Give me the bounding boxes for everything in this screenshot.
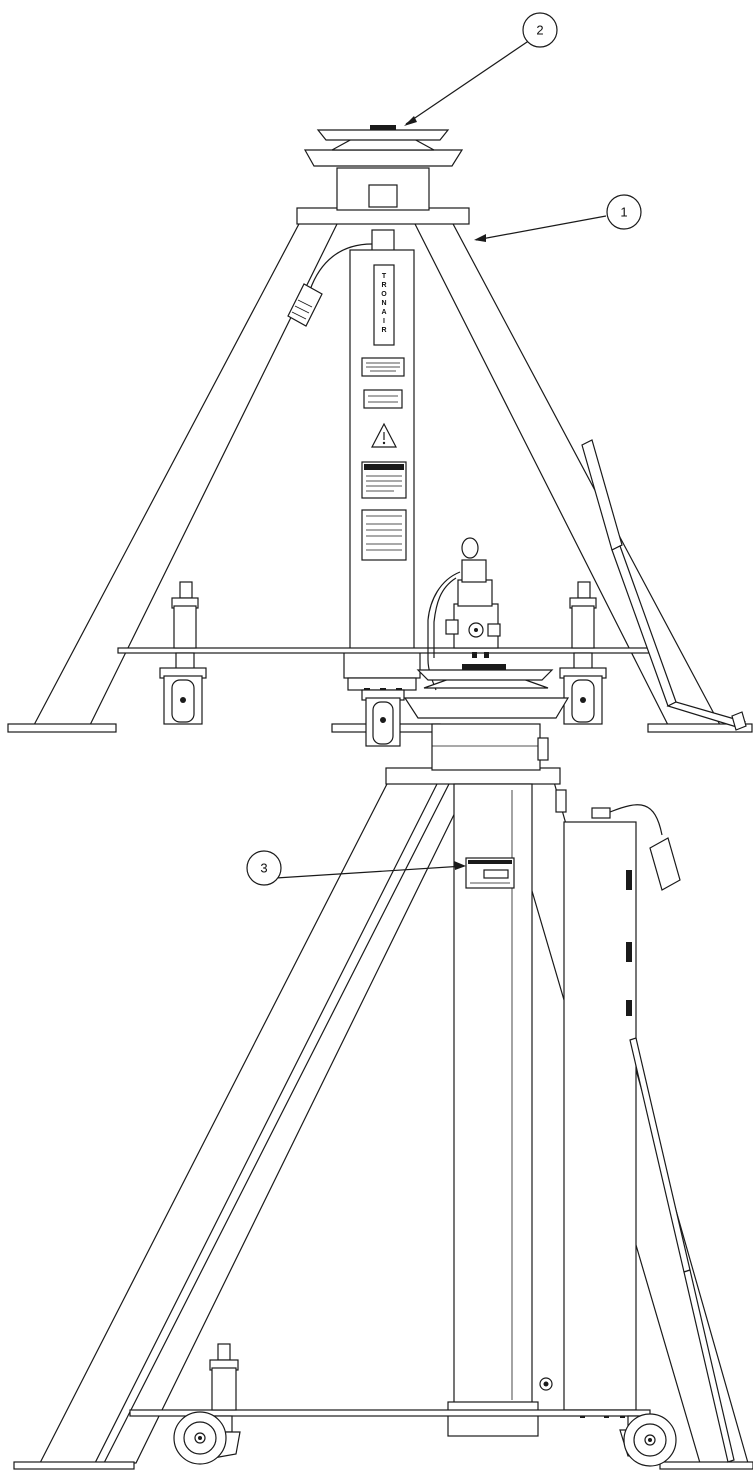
balloon: [246, 850, 282, 886]
svg-text:T: T: [382, 273, 387, 280]
callout-number: 1: [620, 205, 627, 220]
front-caster-right: [559, 581, 607, 725]
callout-number: 2: [536, 23, 543, 38]
arrowhead: [404, 116, 417, 126]
warning-triangle-icon: [371, 422, 397, 448]
svg-text:O: O: [381, 291, 387, 298]
side-legs: [39, 781, 749, 1464]
front-view: T R O N A I R: [7, 12, 753, 747]
brand-decal: [373, 264, 395, 346]
side-foot-pads: [13, 1461, 753, 1470]
leader-line: [405, 39, 531, 125]
side-base-plate: [129, 1409, 651, 1417]
side-reservoir: [539, 789, 637, 1418]
side-view: 3: [13, 664, 753, 1470]
side-caster-left: [173, 1343, 241, 1465]
callout-number: 3: [260, 861, 267, 876]
front-caster-left: [159, 581, 207, 725]
callout-1: 1: [474, 194, 642, 242]
svg-text:R: R: [381, 282, 386, 289]
front-pump-handle: [581, 439, 747, 731]
side-caster-right: [619, 1413, 677, 1467]
front-pump: [427, 537, 501, 691]
callout-3: 3: [246, 850, 466, 886]
callout-2: 2: [404, 12, 558, 126]
front-base-plate: [117, 647, 653, 654]
arrowhead: [474, 234, 486, 242]
svg-text:A: A: [381, 309, 386, 316]
front-saddle: [296, 125, 470, 225]
serial-data-plate: [465, 857, 515, 889]
arrowhead: [454, 861, 466, 870]
svg-text:R: R: [381, 327, 386, 334]
balloon: [522, 12, 558, 48]
front-cable-tag: [287, 243, 373, 327]
side-pump-handle: [629, 1037, 735, 1463]
svg-text:I: I: [383, 318, 385, 325]
svg-text:N: N: [381, 300, 386, 307]
side-saddle: [385, 664, 570, 785]
side-cable-tag: [591, 804, 681, 891]
leader-line: [475, 215, 607, 241]
leader-line: [275, 865, 465, 879]
front-caster-middle: [361, 689, 405, 747]
balloon: [606, 194, 642, 230]
front-decals: T R O N A I R: [361, 264, 407, 561]
